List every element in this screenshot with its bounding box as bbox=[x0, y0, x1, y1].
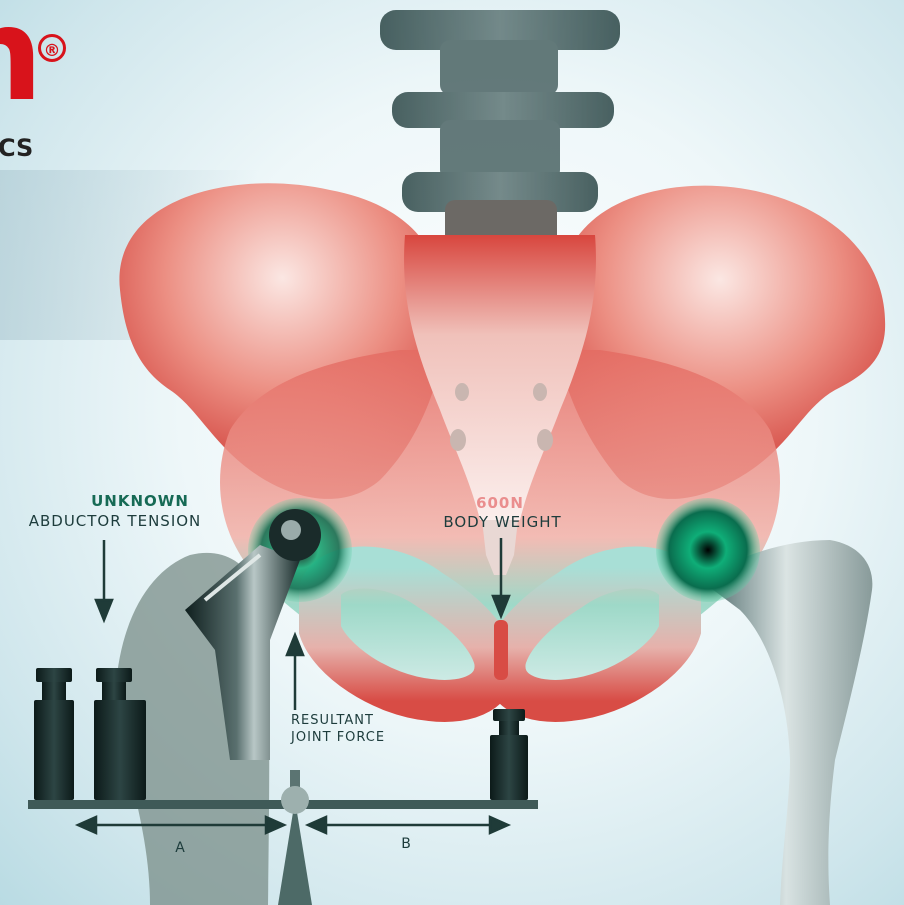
resultant-line-2: JOINT FORCE bbox=[291, 729, 401, 746]
lumbar-spine bbox=[380, 10, 620, 245]
resultant-line-1: RESULTANT bbox=[291, 712, 401, 729]
lever-arm-a-label: A bbox=[170, 840, 190, 856]
abductor-subtitle: ABDUCTOR TENSION bbox=[10, 512, 220, 530]
lever-arm-b-label: B bbox=[396, 836, 416, 852]
right-hip-socket bbox=[656, 498, 760, 602]
pubic-symphysis bbox=[494, 620, 508, 680]
abductor-title: UNKNOWN bbox=[40, 492, 240, 510]
brand-logo-letter: n bbox=[0, 0, 41, 120]
weight-right bbox=[490, 709, 528, 800]
brand-logo-subtitle: CS bbox=[0, 134, 33, 162]
fulcrum-ball bbox=[281, 786, 309, 814]
resultant-force-label: RESULTANT JOINT FORCE bbox=[291, 712, 401, 746]
body-weight-value: 600N bbox=[430, 494, 570, 512]
weight-left-1 bbox=[34, 668, 74, 800]
body-weight-label: BODY WEIGHT bbox=[430, 513, 575, 531]
fulcrum bbox=[278, 800, 312, 905]
registered-mark-icon: ® bbox=[38, 34, 66, 62]
